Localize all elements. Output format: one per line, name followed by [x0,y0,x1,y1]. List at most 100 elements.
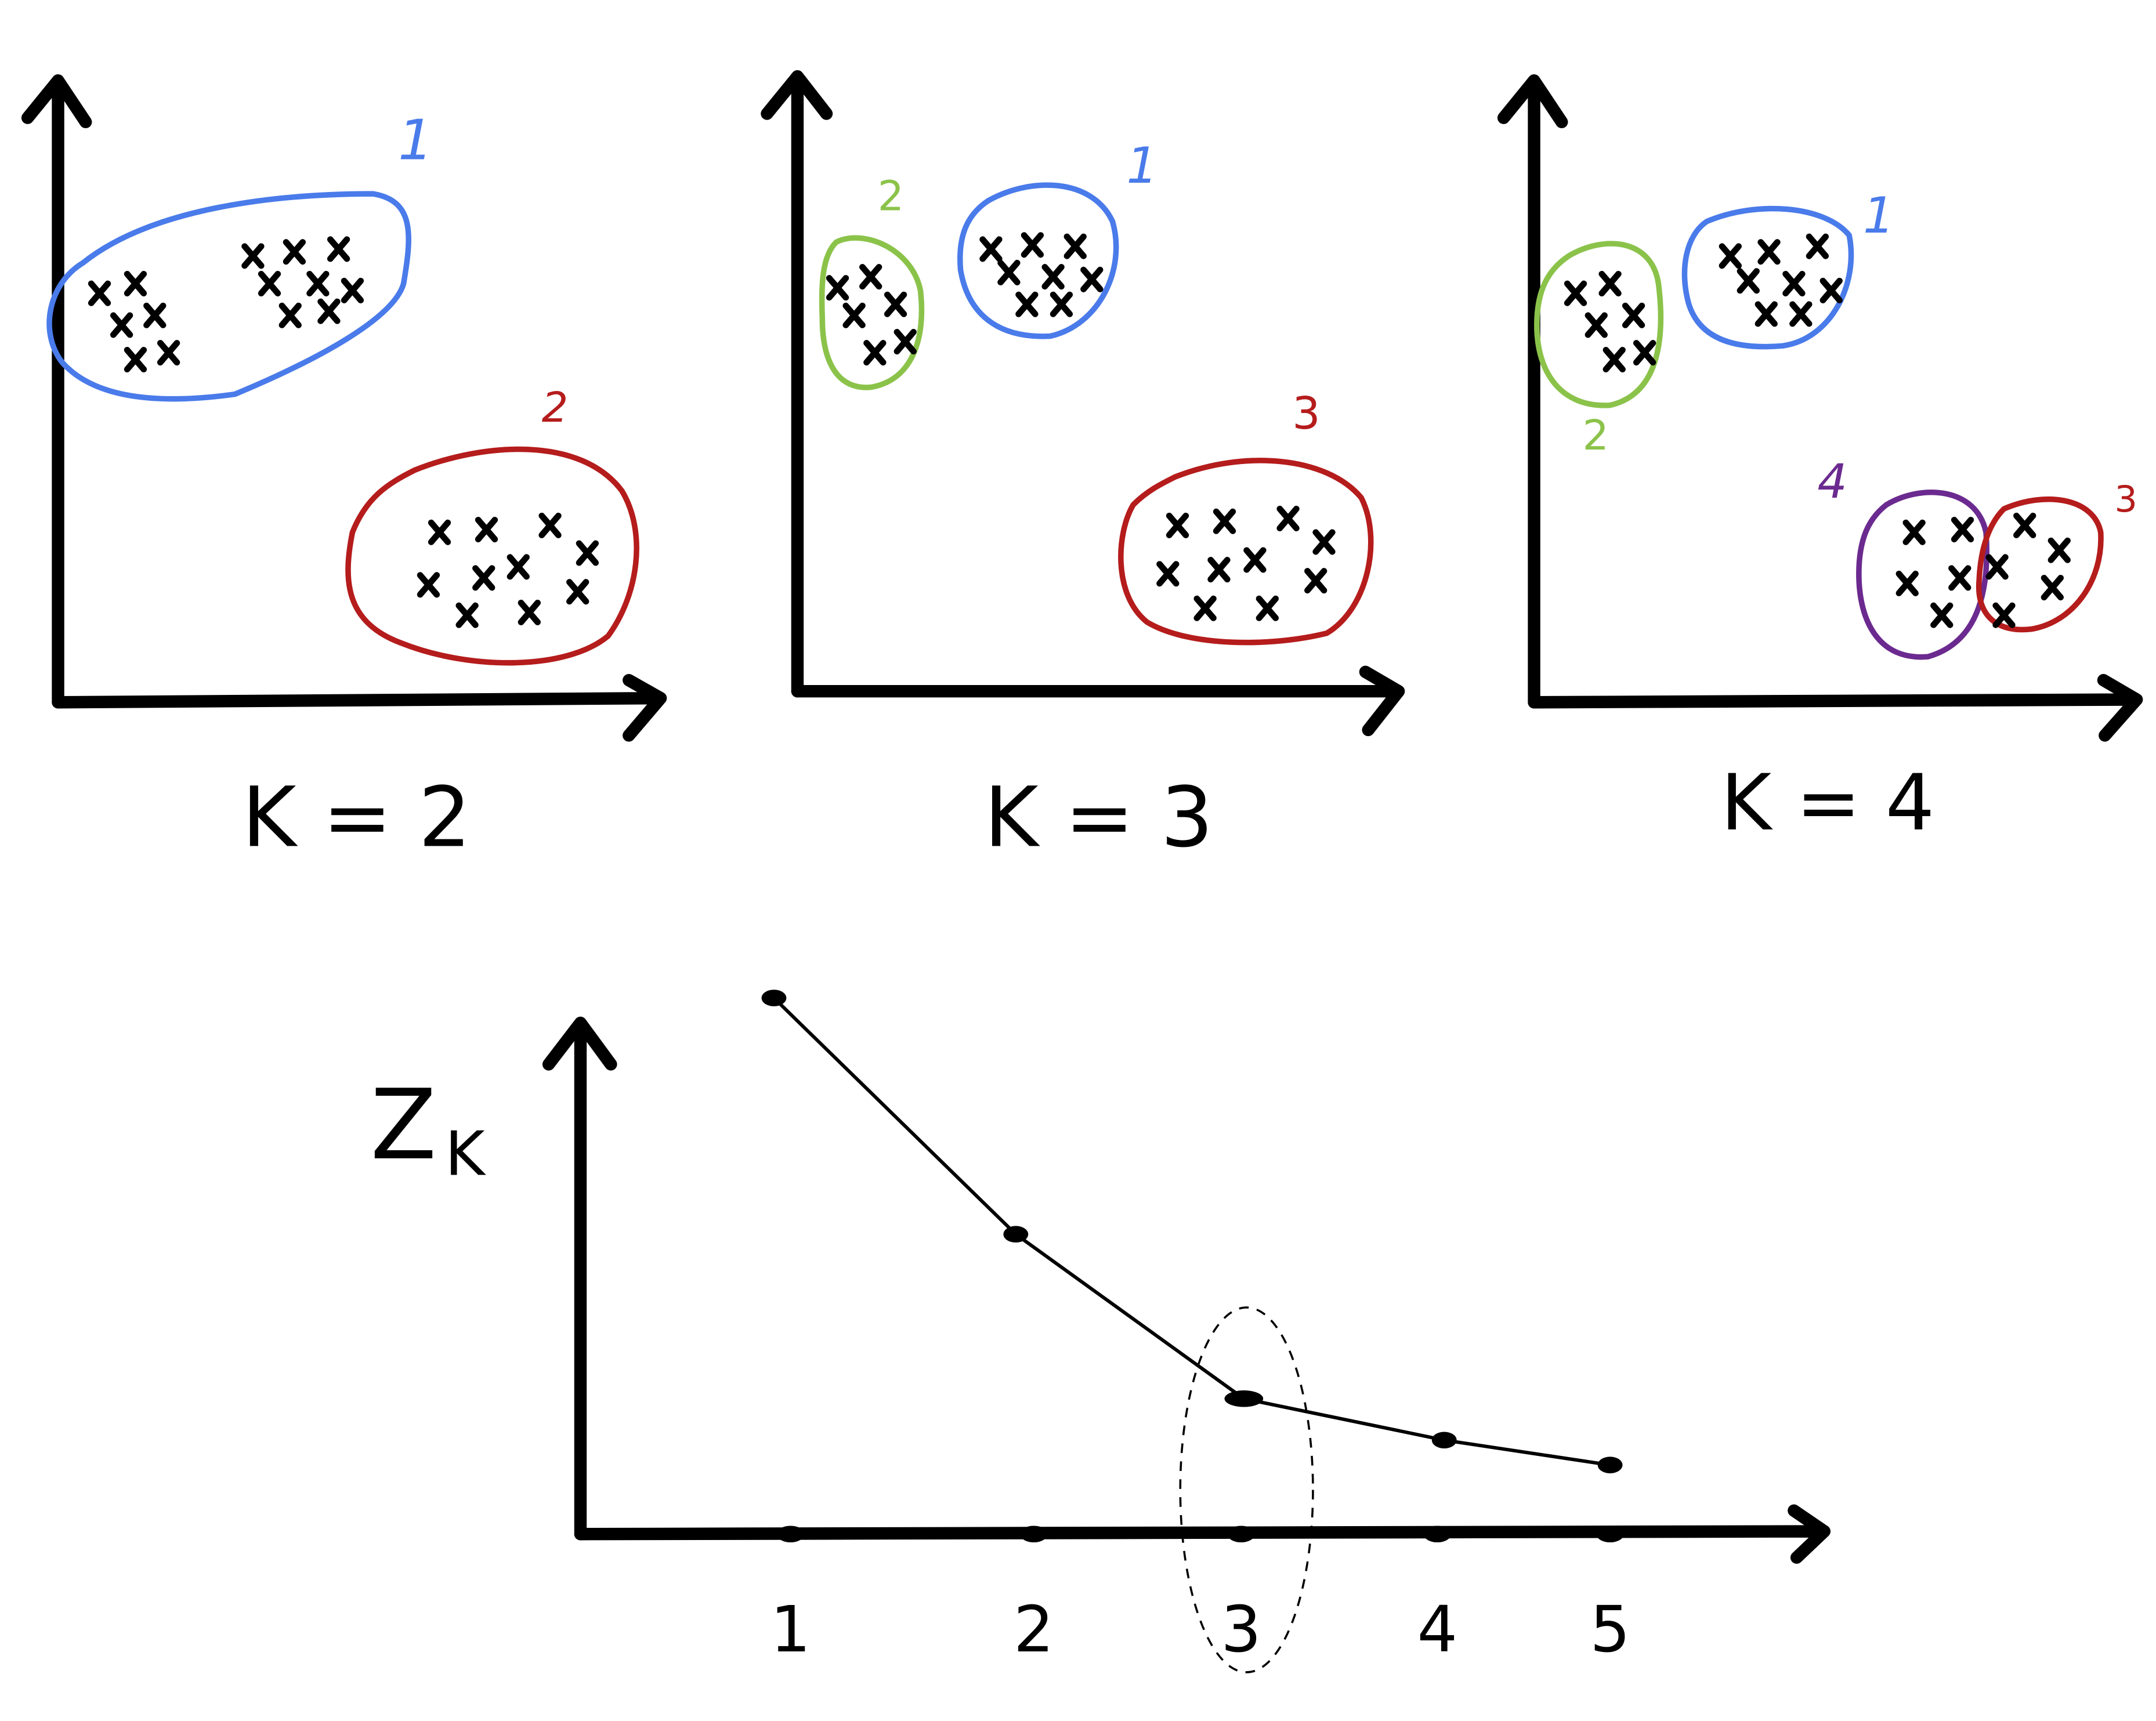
data-point-x-mark [1256,595,1279,621]
data-point-x-mark [241,243,265,269]
cluster-label: 2 [542,383,568,432]
cluster-label: 2 [878,172,904,220]
data-point-x-mark [278,302,302,328]
panel-caption: K = 4 [1721,758,1935,848]
cluster-outline-green [1534,241,1664,408]
data-point-x-mark [124,270,147,297]
data-point-x-mark [472,565,495,591]
x-tick-label: 2 [1014,1592,1054,1666]
data-point-x-mark [1755,301,1778,327]
cluster-label: 3 [2115,479,2137,520]
panel-caption: K = 2 [242,769,471,865]
data-point-x-mark [110,312,133,338]
data-point-x-mark [1992,602,2016,628]
data-point-x-mark [1789,301,1813,327]
data-point-x-mark [884,291,907,317]
panel-k3: 1 2 3 K = 3 [761,70,1405,865]
x-tick-mark [1019,1526,1048,1543]
data-point-x-mark [1564,280,1587,306]
y-axis [542,1016,617,1541]
data-point-x-mark [1156,561,1180,587]
cluster-label: 4 [1817,455,1847,509]
data-point-x-mark [157,340,180,366]
data-point-x-mark [1757,239,1781,265]
data-point-x-mark [566,579,589,605]
x-tick-label: 5 [1590,1592,1630,1666]
data-point-x-mark [475,516,498,543]
data-point-x-mark [1951,516,1974,543]
data-point-x-mark [1213,508,1236,534]
data-point-x-mark [1585,312,1608,338]
data-points [88,232,2071,628]
data-point-x-mark [143,302,167,328]
cluster-outline-blue [46,191,411,402]
cluster-label: 1 [1126,137,1158,195]
elbow-highlight-dashed-ellipse [1179,1306,1314,1673]
x-tick-mark [1596,1526,1624,1543]
data-point-x-mark [1276,505,1300,531]
data-point-x-mark [1737,268,1760,294]
data-point-x-mark [997,259,1021,285]
data-point-x-mark [417,572,440,598]
data-point-x-mark [518,599,541,625]
data-point-x-mark [1015,291,1039,317]
data-point-x-mark [2041,575,2064,601]
data-point-x-mark [124,346,147,373]
panel-caption: K = 3 [984,769,1213,865]
cluster-outline-green [819,235,925,390]
data-point-x-mark [1806,233,1829,259]
data-point-x-mark [576,540,599,566]
cluster-label: 1 [398,109,433,173]
x-tick-label: 3 [1221,1592,1261,1666]
data-point-x-mark [1166,512,1189,538]
cluster-outline-red [1118,458,1374,646]
data-point-x-mark [1633,340,1656,366]
x-tick-mark [776,1526,805,1543]
cluster-label: 3 [1292,387,1321,439]
elbow-point-k2 [1003,1226,1029,1243]
data-point-x-mark [1602,346,1626,373]
elbow-point-k3 [1224,1390,1264,1407]
cluster-outline-blue [1681,205,1854,350]
data-point-x-mark [1041,264,1065,290]
data-point-x-mark [1304,568,1327,594]
data-point-x-mark [306,270,330,297]
x-tick-mark [1227,1526,1255,1543]
x-axis [52,673,667,742]
elbow-point-k5 [1597,1456,1623,1473]
data-point-x-mark [88,280,111,306]
data-point-x-mark [1193,595,1217,621]
data-point-x-mark [842,302,866,328]
y-axis [21,74,92,709]
data-point-x-mark [455,602,479,628]
data-point-x-mark [979,236,1003,262]
x-axis [1528,673,2143,742]
x-axis [791,665,1405,737]
data-point-x-mark [1312,529,1336,555]
cluster-outline-red [345,446,639,666]
data-point-x-mark [2048,537,2071,563]
data-point-x-mark [1782,270,1806,297]
data-point-x-mark [1243,547,1267,573]
data-point-x-mark [428,519,451,545]
data-point-x-mark [1819,277,1843,303]
data-point-x-mark [538,512,562,538]
elbow-curve [772,997,1611,1467]
data-point-x-mark [826,275,849,301]
data-point-x-mark [893,329,917,355]
data-point-x-mark [341,277,364,303]
data-point-x-mark [1050,291,1073,317]
data-point-x-mark [1895,570,1919,596]
elbow-points [761,990,1623,1473]
data-point-x-mark [1930,602,1954,628]
data-point-x-mark [1948,565,1971,591]
data-point-x-mark [1063,233,1087,259]
cluster-outline-red [1976,497,2104,633]
data-point-x-mark [1622,302,1645,328]
cluster-outline-purple [1856,490,1989,660]
cluster-label: 1 [1863,187,1895,245]
data-point-x-mark [258,270,281,297]
